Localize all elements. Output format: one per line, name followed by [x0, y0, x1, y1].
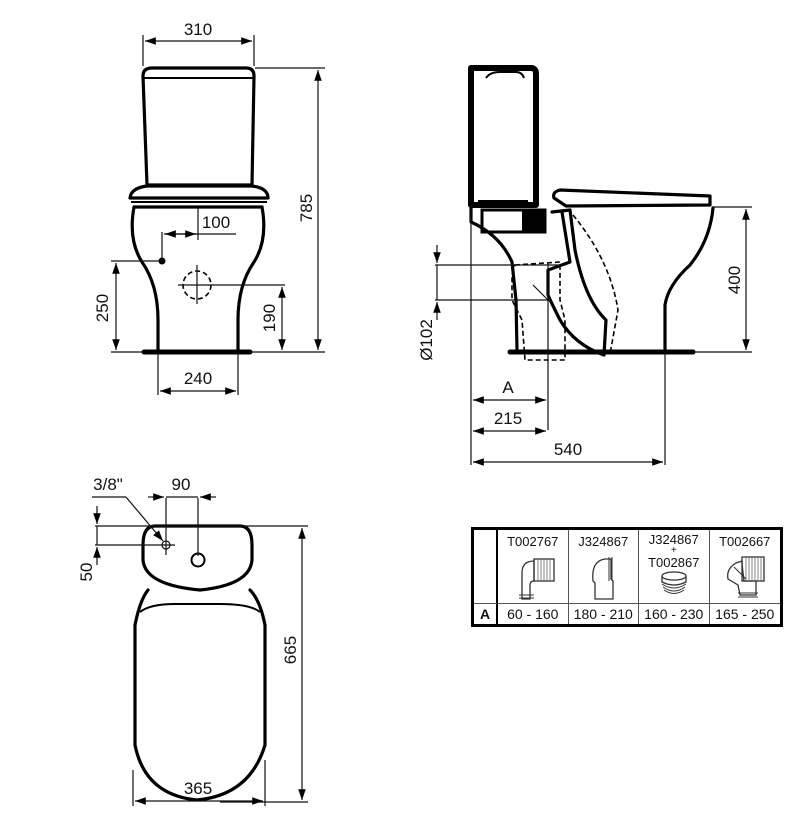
table-header-cell: J324867 + T002867 [639, 530, 710, 604]
side-view: Ø102 400 A 215 540 [417, 65, 752, 466]
side-cistern [468, 65, 539, 208]
connector-code: J324867 [578, 534, 629, 549]
dim-total-width: 365 [184, 779, 212, 798]
connector-code: T002667 [719, 534, 771, 549]
floor-flange-connector-icon [661, 571, 687, 594]
dim-total-length: 665 [281, 636, 300, 664]
offset-pan-connector-icon [592, 557, 614, 600]
range-cell: 165 - 250 [715, 606, 775, 622]
table-header-cell: J324867 [568, 530, 639, 604]
side-bowl-front [663, 206, 715, 354]
front-view: 310 785 100 250 190 240 [93, 20, 325, 395]
cistern-outline [141, 66, 256, 187]
dim-cistern-width: 310 [184, 20, 212, 39]
dim-inlet-depth: 50 [77, 563, 96, 582]
seat-rim [128, 184, 270, 200]
table-corner [474, 530, 498, 604]
dim-outlet-diameter: Ø102 [417, 319, 436, 361]
range-cell: 160 - 230 [639, 604, 710, 624]
connector-code: J324867 [648, 532, 699, 547]
dim-outlet-height: 190 [260, 304, 279, 332]
dim-label-a: A [502, 378, 514, 397]
table-header-cell: T002767 [498, 530, 569, 604]
dim-inlet-height: 250 [93, 294, 112, 322]
range-cell: 180 - 210 [569, 604, 639, 624]
dim-total-depth: 540 [554, 440, 582, 459]
dim-base-width: 240 [184, 369, 212, 388]
connector-code: T002767 [507, 534, 559, 549]
connector-code-secondary: T002867 [648, 555, 700, 570]
side-bowl-back [469, 203, 519, 352]
dim-outlet-distance: 215 [494, 409, 522, 428]
dim-seat-height: 400 [725, 266, 744, 294]
dim-inlet-offset-top: 90 [172, 475, 191, 494]
connector-plus: + [670, 545, 677, 556]
range-cell: 60 - 160 [498, 604, 569, 624]
top-view: 3/8" 90 50 665 365 [77, 475, 308, 806]
side-seat [552, 188, 712, 208]
row-label-a: A [474, 604, 498, 624]
top-cistern [141, 524, 254, 592]
dim-inlet-offset: 100 [202, 213, 230, 232]
pan-connector-table: T002767 J324867 J324867 + T002867 T00266… [471, 527, 783, 627]
top-bowl [133, 588, 267, 802]
dim-inlet-thread: 3/8" [93, 475, 123, 494]
bowl-outline [130, 205, 266, 354]
swivel-elbow-connector-icon [726, 556, 765, 598]
elbow-pan-connector-icon [518, 558, 555, 600]
table-header-cell: T002667 [709, 530, 780, 604]
dim-total-height: 785 [297, 194, 316, 222]
